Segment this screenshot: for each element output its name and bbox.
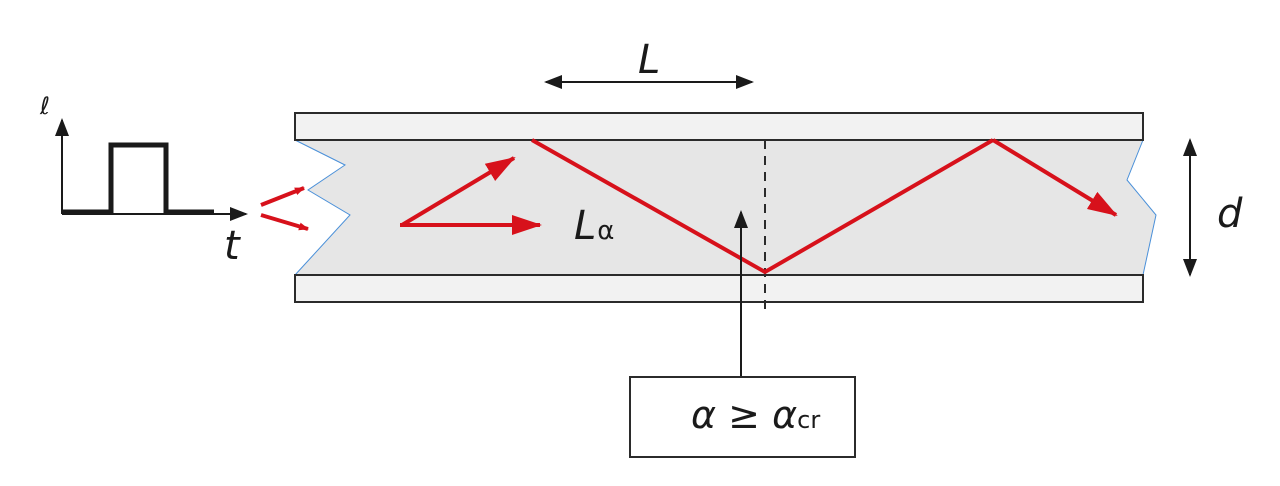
- intensity-axis-label: ℓ: [40, 92, 50, 120]
- span-length-label: L: [638, 37, 661, 83]
- rectangular-pulse: [62, 142, 214, 215]
- condition-rhs: α: [772, 393, 798, 437]
- zigzag-ray: [531, 138, 995, 275]
- time-axis-label: t: [224, 223, 240, 269]
- wave-label: Lα: [574, 206, 614, 246]
- top-plate: [294, 112, 1144, 141]
- condition-lhs: α: [691, 393, 717, 437]
- incoming-arrow-upper: [260, 186, 305, 207]
- bottom-plate: [294, 274, 1144, 303]
- incoming-arrow-lower: [260, 213, 309, 231]
- oblique-ray-arrow: [400, 156, 516, 227]
- exit-ray-arrow: [991, 138, 1118, 217]
- wave-label-main: L: [574, 203, 597, 249]
- critical-angle-condition: α ≥ αcr: [691, 396, 820, 434]
- left-broken-edge: [294, 139, 351, 276]
- right-broken-edge: [1126, 139, 1157, 276]
- condition-rhs-subscript: cr: [797, 406, 821, 434]
- wave-label-subscript: α: [597, 216, 615, 246]
- thickness-label: d: [1217, 191, 1243, 237]
- critical-angle-condition-box: α ≥ αcr: [629, 376, 856, 458]
- condition-operator: ≥: [728, 393, 760, 437]
